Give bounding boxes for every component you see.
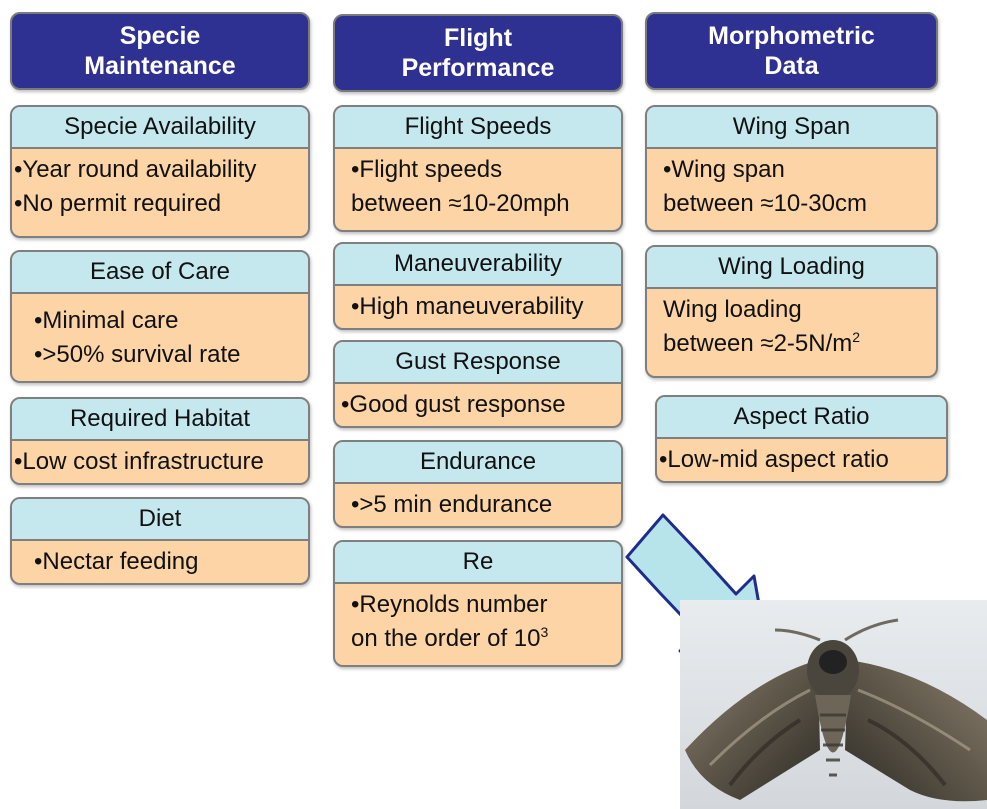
card-flight-speeds: Flight Speeds •Flight speeds between ≈10…: [333, 105, 623, 232]
card-title: Gust Response: [335, 342, 621, 384]
card-title: Wing Loading: [647, 247, 936, 289]
card-line: •Low-mid aspect ratio: [659, 446, 889, 473]
card-endurance: Endurance •>5 min endurance: [333, 440, 623, 528]
card-gust-response: Gust Response •Good gust response: [333, 340, 623, 428]
card-title: Ease of Care: [12, 252, 308, 294]
card-required-habitat: Required Habitat •Low cost infrastructur…: [10, 397, 310, 485]
card-title: Flight Speeds: [335, 107, 621, 149]
card-line-text: between ≈2-5N/m: [663, 330, 853, 357]
card-line: •Year round availability: [14, 156, 257, 183]
card-ease-of-care: Ease of Care •Minimal care •>50% surviva…: [10, 250, 310, 383]
card-line: on the order of 103: [351, 622, 615, 656]
header-line: Flight: [443, 24, 513, 52]
card-aspect-ratio: Aspect Ratio •Low-mid aspect ratio: [655, 395, 948, 483]
card-line: •Wing span: [663, 156, 785, 183]
card-line: •Reynolds number: [351, 591, 548, 618]
card-line: •Nectar feeding: [34, 548, 199, 575]
header-line: Morphometric: [708, 22, 875, 50]
card-title: Required Habitat: [12, 399, 308, 441]
card-re: Re •Reynolds number on the order of 103: [333, 540, 623, 667]
header-line: Maintenance: [84, 52, 236, 80]
card-title: Specie Availability: [12, 107, 308, 149]
card-line: between ≈10-20mph: [351, 190, 570, 217]
card-diet: Diet •Nectar feeding: [10, 497, 310, 585]
card-line: •Good gust response: [341, 391, 566, 418]
header-line: Specie: [119, 22, 201, 50]
card-maneuverability: Maneuverability •High maneuverability: [333, 242, 623, 330]
card-line: between ≈10-30cm: [663, 190, 867, 217]
card-line: •Flight speeds: [351, 156, 503, 183]
card-wing-loading: Wing Loading Wing loading between ≈2-5N/…: [645, 245, 938, 378]
card-line: between ≈2-5N/m2: [663, 327, 930, 361]
card-line: •High maneuverability: [351, 293, 584, 320]
card-title: Diet: [12, 499, 308, 541]
card-line-text: on the order of 10: [351, 625, 541, 652]
card-specie-availability: Specie Availability •Year round availabi…: [10, 105, 310, 238]
card-title: Aspect Ratio: [657, 397, 946, 439]
header-line: Data: [764, 52, 819, 80]
card-line: Wing loading: [663, 296, 802, 323]
card-line: •>5 min endurance: [351, 491, 553, 518]
header-line: Performance: [401, 54, 555, 82]
moth-photo: [680, 600, 987, 809]
card-wing-span: Wing Span •Wing span between ≈10-30cm: [645, 105, 938, 232]
card-title: Maneuverability: [335, 244, 621, 286]
card-title: Re: [335, 542, 621, 584]
card-title: Endurance: [335, 442, 621, 484]
card-line: •>50% survival rate: [34, 341, 241, 368]
card-line: •Minimal care: [34, 307, 179, 334]
exponent: 3: [540, 624, 549, 640]
header-specie-maintenance: Specie Maintenance: [10, 12, 310, 90]
header-morphometric-data: Morphometric Data: [645, 12, 938, 90]
card-line: •Low cost infrastructure: [14, 448, 264, 475]
header-flight-performance: Flight Performance: [333, 14, 623, 92]
card-line: •No permit required: [14, 190, 222, 217]
exponent: 2: [852, 329, 861, 345]
card-title: Wing Span: [647, 107, 936, 149]
